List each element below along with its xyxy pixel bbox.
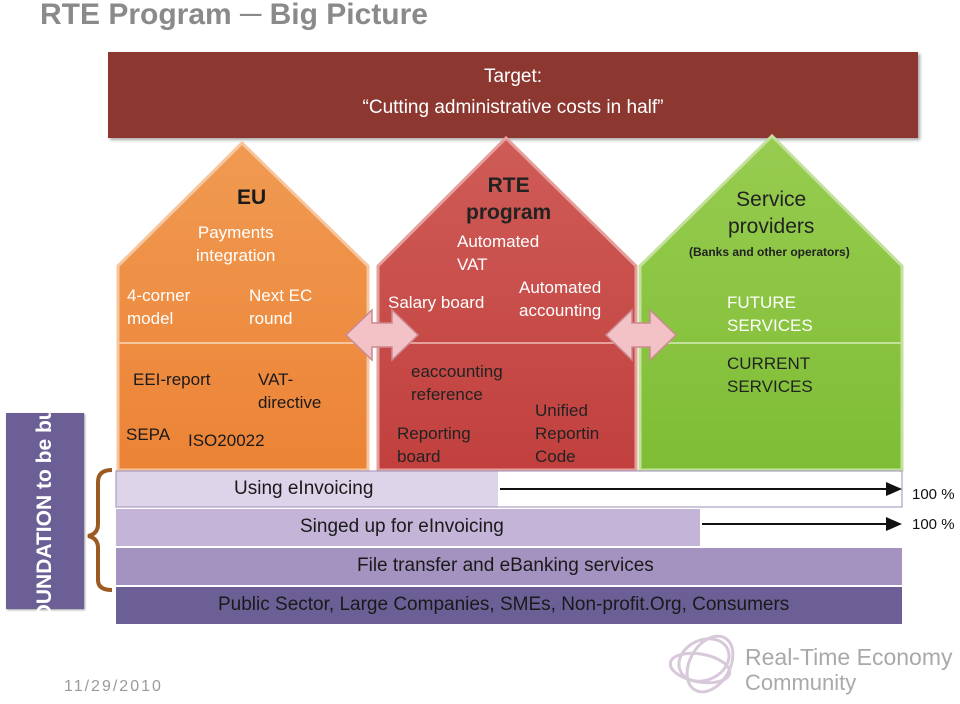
service-future: FUTURE SERVICES (727, 293, 813, 335)
bar-singed-up (116, 509, 700, 546)
slide-date: 11/29/2010 (64, 678, 163, 695)
service-current: CURRENT SERVICES (727, 354, 813, 396)
bar-using-einvoicing (116, 471, 498, 507)
rte-logo-text: Real-Time Economy Community (745, 644, 953, 696)
eu-next-ec-round: Next EC round (249, 286, 313, 328)
bar-public-label: Public Sector, Large Companies, SMEs, No… (218, 594, 790, 615)
double-arrow-left (344, 308, 420, 362)
rte-heading: RTE program (466, 174, 552, 224)
double-arrow-right (604, 308, 678, 362)
progress-arrow-2-head (886, 517, 902, 531)
logo-line1: Real-Time Economy (745, 644, 953, 670)
target-banner: Target: “Cutting administrative costs in… (108, 52, 918, 138)
target-label: Target: (483, 66, 543, 87)
eu-heading: EU (237, 186, 267, 209)
rte-automated-vat: Automated VAT (457, 232, 540, 274)
progress-arrow-1-head (886, 482, 902, 496)
eu-four-corner-model: 4-corner model (127, 286, 191, 328)
bar-public-sector (116, 587, 902, 624)
bar-file-label: File transfer and eBanking services (357, 555, 654, 576)
rte-logo-icon (668, 634, 735, 694)
rte-automated-accounting: Automated accounting (519, 278, 602, 320)
eu-payments-integration: Payments integration (196, 223, 276, 265)
bar-file-transfer (116, 548, 902, 585)
rte-house (376, 135, 638, 472)
foundation-box: FOUNDATION to be built (6, 389, 84, 633)
bar-using-label: Using eInvoicing (234, 478, 374, 499)
slide-title: RTE Program ─ Big Picture (40, 0, 428, 31)
service-heading: Service providers (728, 188, 815, 238)
eu-eei-report: EEI-report (133, 370, 211, 389)
bar-singed-label: Singed up for eInvoicing (300, 516, 504, 537)
eu-iso20022: ISO20022 (188, 431, 265, 450)
percent-using: 100 % (912, 486, 955, 503)
rte-salary-board: Salary board (388, 293, 485, 312)
service-house (638, 133, 904, 472)
service-subheading: (Banks and other operators) (689, 245, 850, 259)
foundation-bracket (87, 468, 113, 592)
foundation-label: FOUNDATION to be built (33, 388, 56, 634)
logo-line2: Community (745, 670, 857, 695)
rte-unified-reporting-code: Unified Reportin Code (535, 401, 600, 466)
rte-eaccounting-reference: eaccounting reference (411, 362, 503, 404)
eu-sepa: SEPA (126, 425, 171, 444)
percent-singed: 100 % (912, 516, 955, 533)
eu-vat-directive: VAT- directive (258, 370, 322, 412)
eu-house (116, 140, 370, 472)
rte-reporting-board: Reporting board (397, 424, 471, 466)
target-statement: “Cutting administrative costs in half” (362, 97, 664, 118)
